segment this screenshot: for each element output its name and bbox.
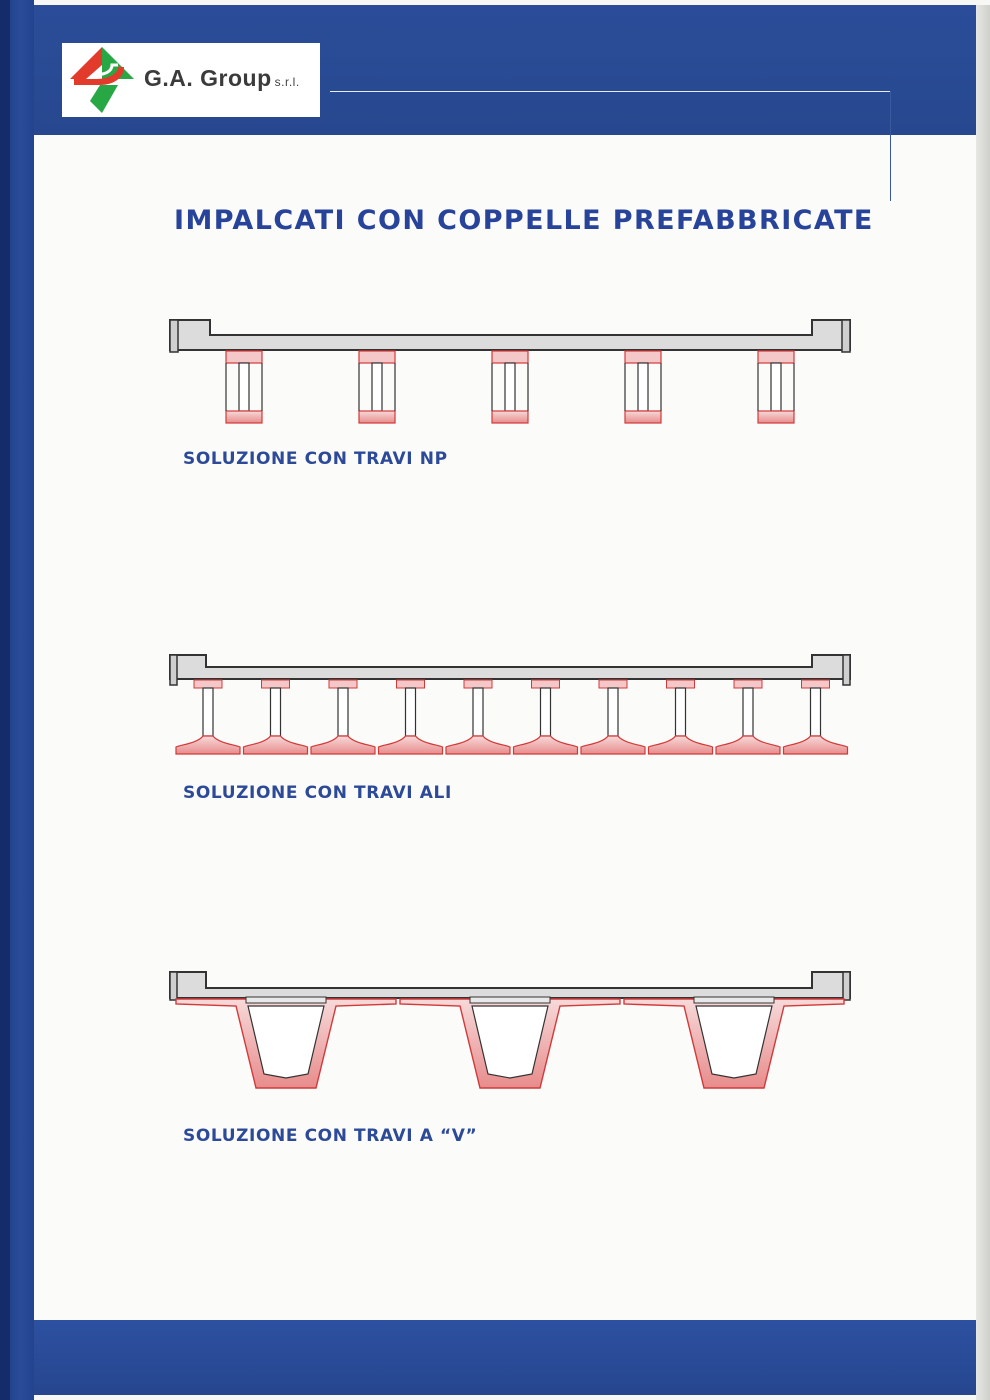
deck-kerb-right <box>842 971 851 1001</box>
page-title: IMPALCATI CON COPPELLE PREFABBRICATE <box>174 205 874 236</box>
ali-beam <box>175 679 241 755</box>
ali-beam <box>647 679 714 755</box>
np-beam <box>491 350 529 424</box>
ali-beam <box>715 679 781 755</box>
deck-slab <box>169 971 851 999</box>
ali-beam <box>310 679 376 755</box>
ali-beam <box>377 679 444 755</box>
ali-beam <box>580 679 646 755</box>
diagram-v-beams <box>169 971 851 1089</box>
footer-band <box>34 1320 976 1395</box>
deck-kerb-left <box>169 971 178 1001</box>
ali-beam <box>445 679 511 755</box>
diagram-np-beams <box>169 319 851 424</box>
logo-mark-icon <box>70 47 134 113</box>
caption-np: SOLUZIONE CON TRAVI NP <box>183 449 448 469</box>
v-beam <box>175 996 397 1089</box>
deck-slab <box>169 319 851 351</box>
header-leader-drop <box>890 91 891 201</box>
caption-ali: SOLUZIONE CON TRAVI ALI <box>183 783 452 803</box>
left-frame-edge <box>0 0 10 1400</box>
deck-kerb-right <box>841 319 851 353</box>
np-beam <box>358 350 396 424</box>
ali-beam <box>782 679 849 755</box>
caption-v: SOLUZIONE CON TRAVI A “V” <box>183 1126 478 1146</box>
np-beam <box>757 350 795 424</box>
page-edge-shadow <box>976 5 990 1400</box>
deck-kerb-left <box>169 319 179 353</box>
diagram-ali-beams <box>169 654 851 755</box>
header-leader-line <box>330 91 891 92</box>
np-beam <box>225 350 263 424</box>
ali-beam <box>242 679 309 755</box>
np-beam <box>624 350 662 424</box>
ali-beam <box>512 679 579 755</box>
v-beam <box>623 996 845 1089</box>
deck-slab <box>169 654 851 680</box>
deck-kerb-right <box>842 654 851 686</box>
brand-name: G.A. Group <box>144 65 272 91</box>
v-beam <box>399 996 621 1089</box>
brand-suffix: s.r.l. <box>274 75 300 89</box>
deck-kerb-left <box>169 654 178 686</box>
